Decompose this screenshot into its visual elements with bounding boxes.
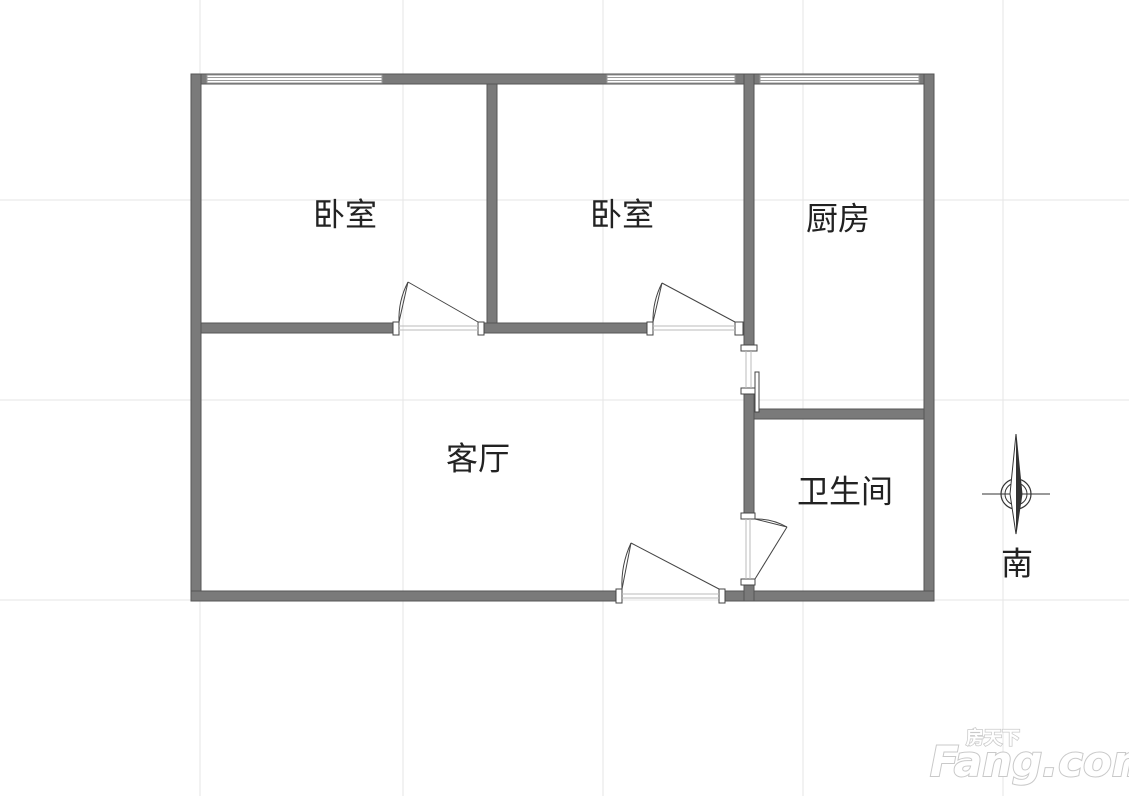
door-bedroom-1: [392, 281, 485, 336]
wall-outer-right: [923, 73, 935, 602]
compass-label: 南: [1001, 545, 1033, 583]
wall-kitchen-left-lower: [743, 391, 755, 518]
doors: [392, 281, 788, 604]
wall-bedroom-divider: [486, 83, 498, 334]
window-kitchen: [759, 74, 920, 84]
watermark-site: Fang.com: [930, 737, 1129, 786]
wall-kitchen-left-upper: [743, 73, 755, 350]
wall-outer-left: [190, 73, 202, 602]
wall-bedroom2-bottom: [479, 322, 653, 334]
wall-outer-bottom-left: [190, 590, 622, 602]
door-bathroom: [740, 512, 788, 586]
watermark-brand: 房天下: [966, 727, 1020, 749]
wall-bedroom1-bottom: [200, 322, 398, 334]
walls: [190, 73, 935, 602]
windows: [206, 74, 920, 84]
room-label-bedroom-1: 卧室: [313, 196, 377, 234]
room-label-bathroom: 卫生间: [797, 473, 893, 511]
window-bedroom-2: [606, 74, 736, 84]
watermark-logo: 房天下 Fang.com: [929, 726, 1129, 787]
room-label-living-room: 客厅: [446, 440, 510, 478]
room-label-kitchen: 厨房: [806, 200, 870, 238]
window-bedroom-1: [206, 74, 383, 84]
room-label-bedroom-2: 卧室: [590, 196, 654, 234]
compass-icon: 南: [982, 433, 1050, 583]
door-entrance: [615, 542, 726, 604]
door-bedroom-2: [646, 282, 744, 336]
door-kitchen: [740, 344, 760, 413]
wall-kitchen-bathroom: [753, 408, 925, 420]
